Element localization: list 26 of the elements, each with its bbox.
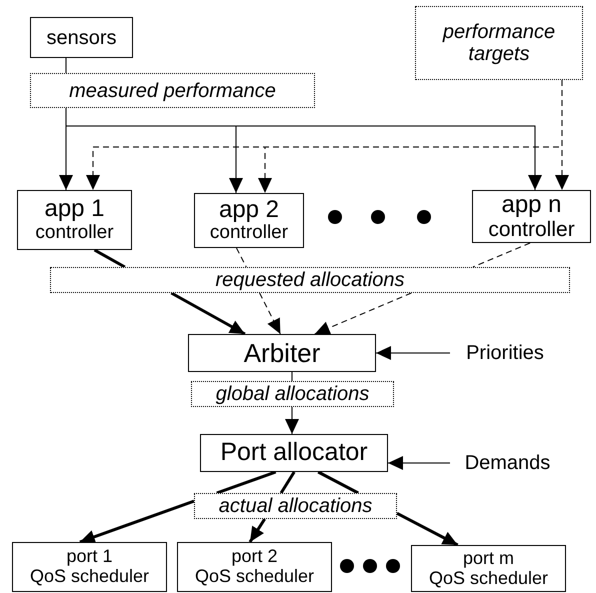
arrow [555,80,569,190]
input-label: Priorities [450,338,560,368]
arrow [376,346,450,360]
arrow [170,292,246,336]
process-box: app 2 controller [194,193,304,248]
process-box: port m QoS scheduler [411,545,566,592]
arrow [79,500,194,544]
arrow [285,406,299,434]
arrow [314,292,412,335]
input-label: Demands [450,448,565,478]
arrow [259,292,281,334]
process-box: app n controller [472,190,591,243]
arrow [388,456,450,470]
annotation-box: performance targets [415,6,583,80]
process-box: port 2 QoS scheduler [177,542,332,592]
process-box: port 1 QoS scheduler [12,542,167,592]
process-box: app 1 controller [17,190,132,250]
process-box: Arbiter [188,334,376,372]
arrow [248,518,266,543]
process-box: sensors [30,17,133,58]
process-box: Port allocator [200,434,388,472]
annotation-box: global allocations [191,381,394,407]
annotation-box: actual allocations [194,493,397,519]
arrow [396,512,458,546]
annotation-box: measured performance [30,73,315,108]
annotation-box: requested allocations [50,267,570,293]
